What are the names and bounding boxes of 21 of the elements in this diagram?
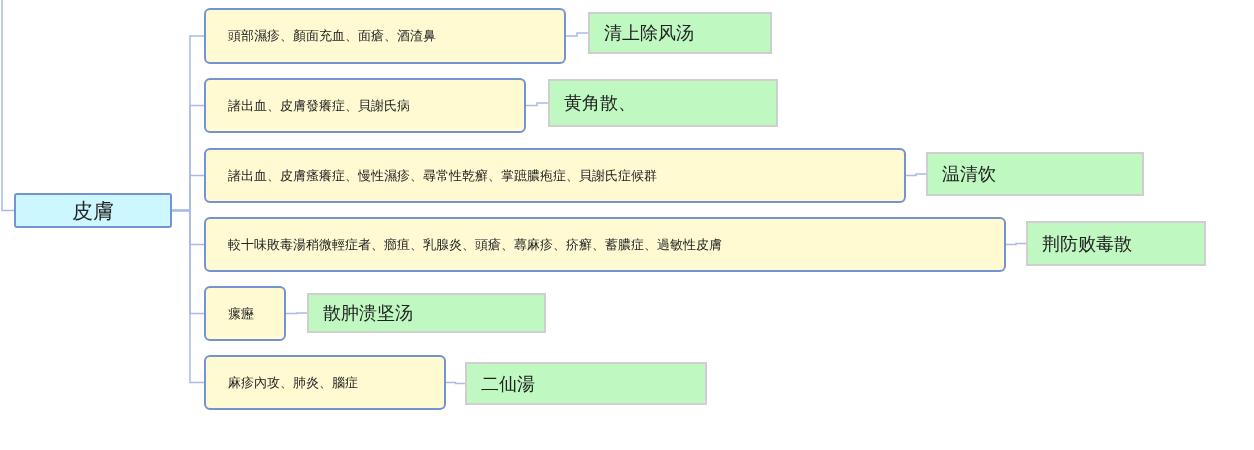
formula-box: 黄角散、 (548, 79, 778, 127)
formula-box: 温清饮 (926, 152, 1144, 196)
formula-box: 清上除风汤 (588, 12, 772, 54)
formula-box: 二仙湯 (465, 362, 707, 405)
symptom-box: 較十味敗毒湯稍微輕症者、癤疽、乳腺炎、頭瘡、蕁麻疹、疥癬、蓄膿症、過敏性皮膚 (204, 217, 1006, 272)
symptom-box: 諸出血、皮膚瘙癢症、慢性濕疹、尋常性乾癬、掌蹠膿疱症、貝謝氏症候群 (204, 148, 906, 203)
connector-line (171, 209, 205, 384)
connector-line (445, 381, 466, 385)
connector-line (525, 102, 549, 107)
symptom-box: 瘰癧 (204, 286, 286, 341)
connector-line (1, 0, 15, 212)
connector-line (285, 312, 308, 315)
connector-line (565, 32, 589, 37)
topic-box: 皮膚 (14, 193, 172, 228)
symptom-box: 頭部濕疹、顏面充血、面瘡、酒渣鼻 (204, 8, 566, 64)
formula-box: 散肿溃坚汤 (307, 293, 546, 333)
formula-box: 荆防败毒散 (1026, 221, 1206, 266)
symptom-box: 麻疹內攻、肺炎、腦症 (204, 355, 446, 410)
connector-line (1005, 242, 1027, 246)
connector-line (905, 173, 927, 177)
symptom-box: 諸出血、皮膚發癢症、貝謝氏病 (204, 78, 526, 133)
